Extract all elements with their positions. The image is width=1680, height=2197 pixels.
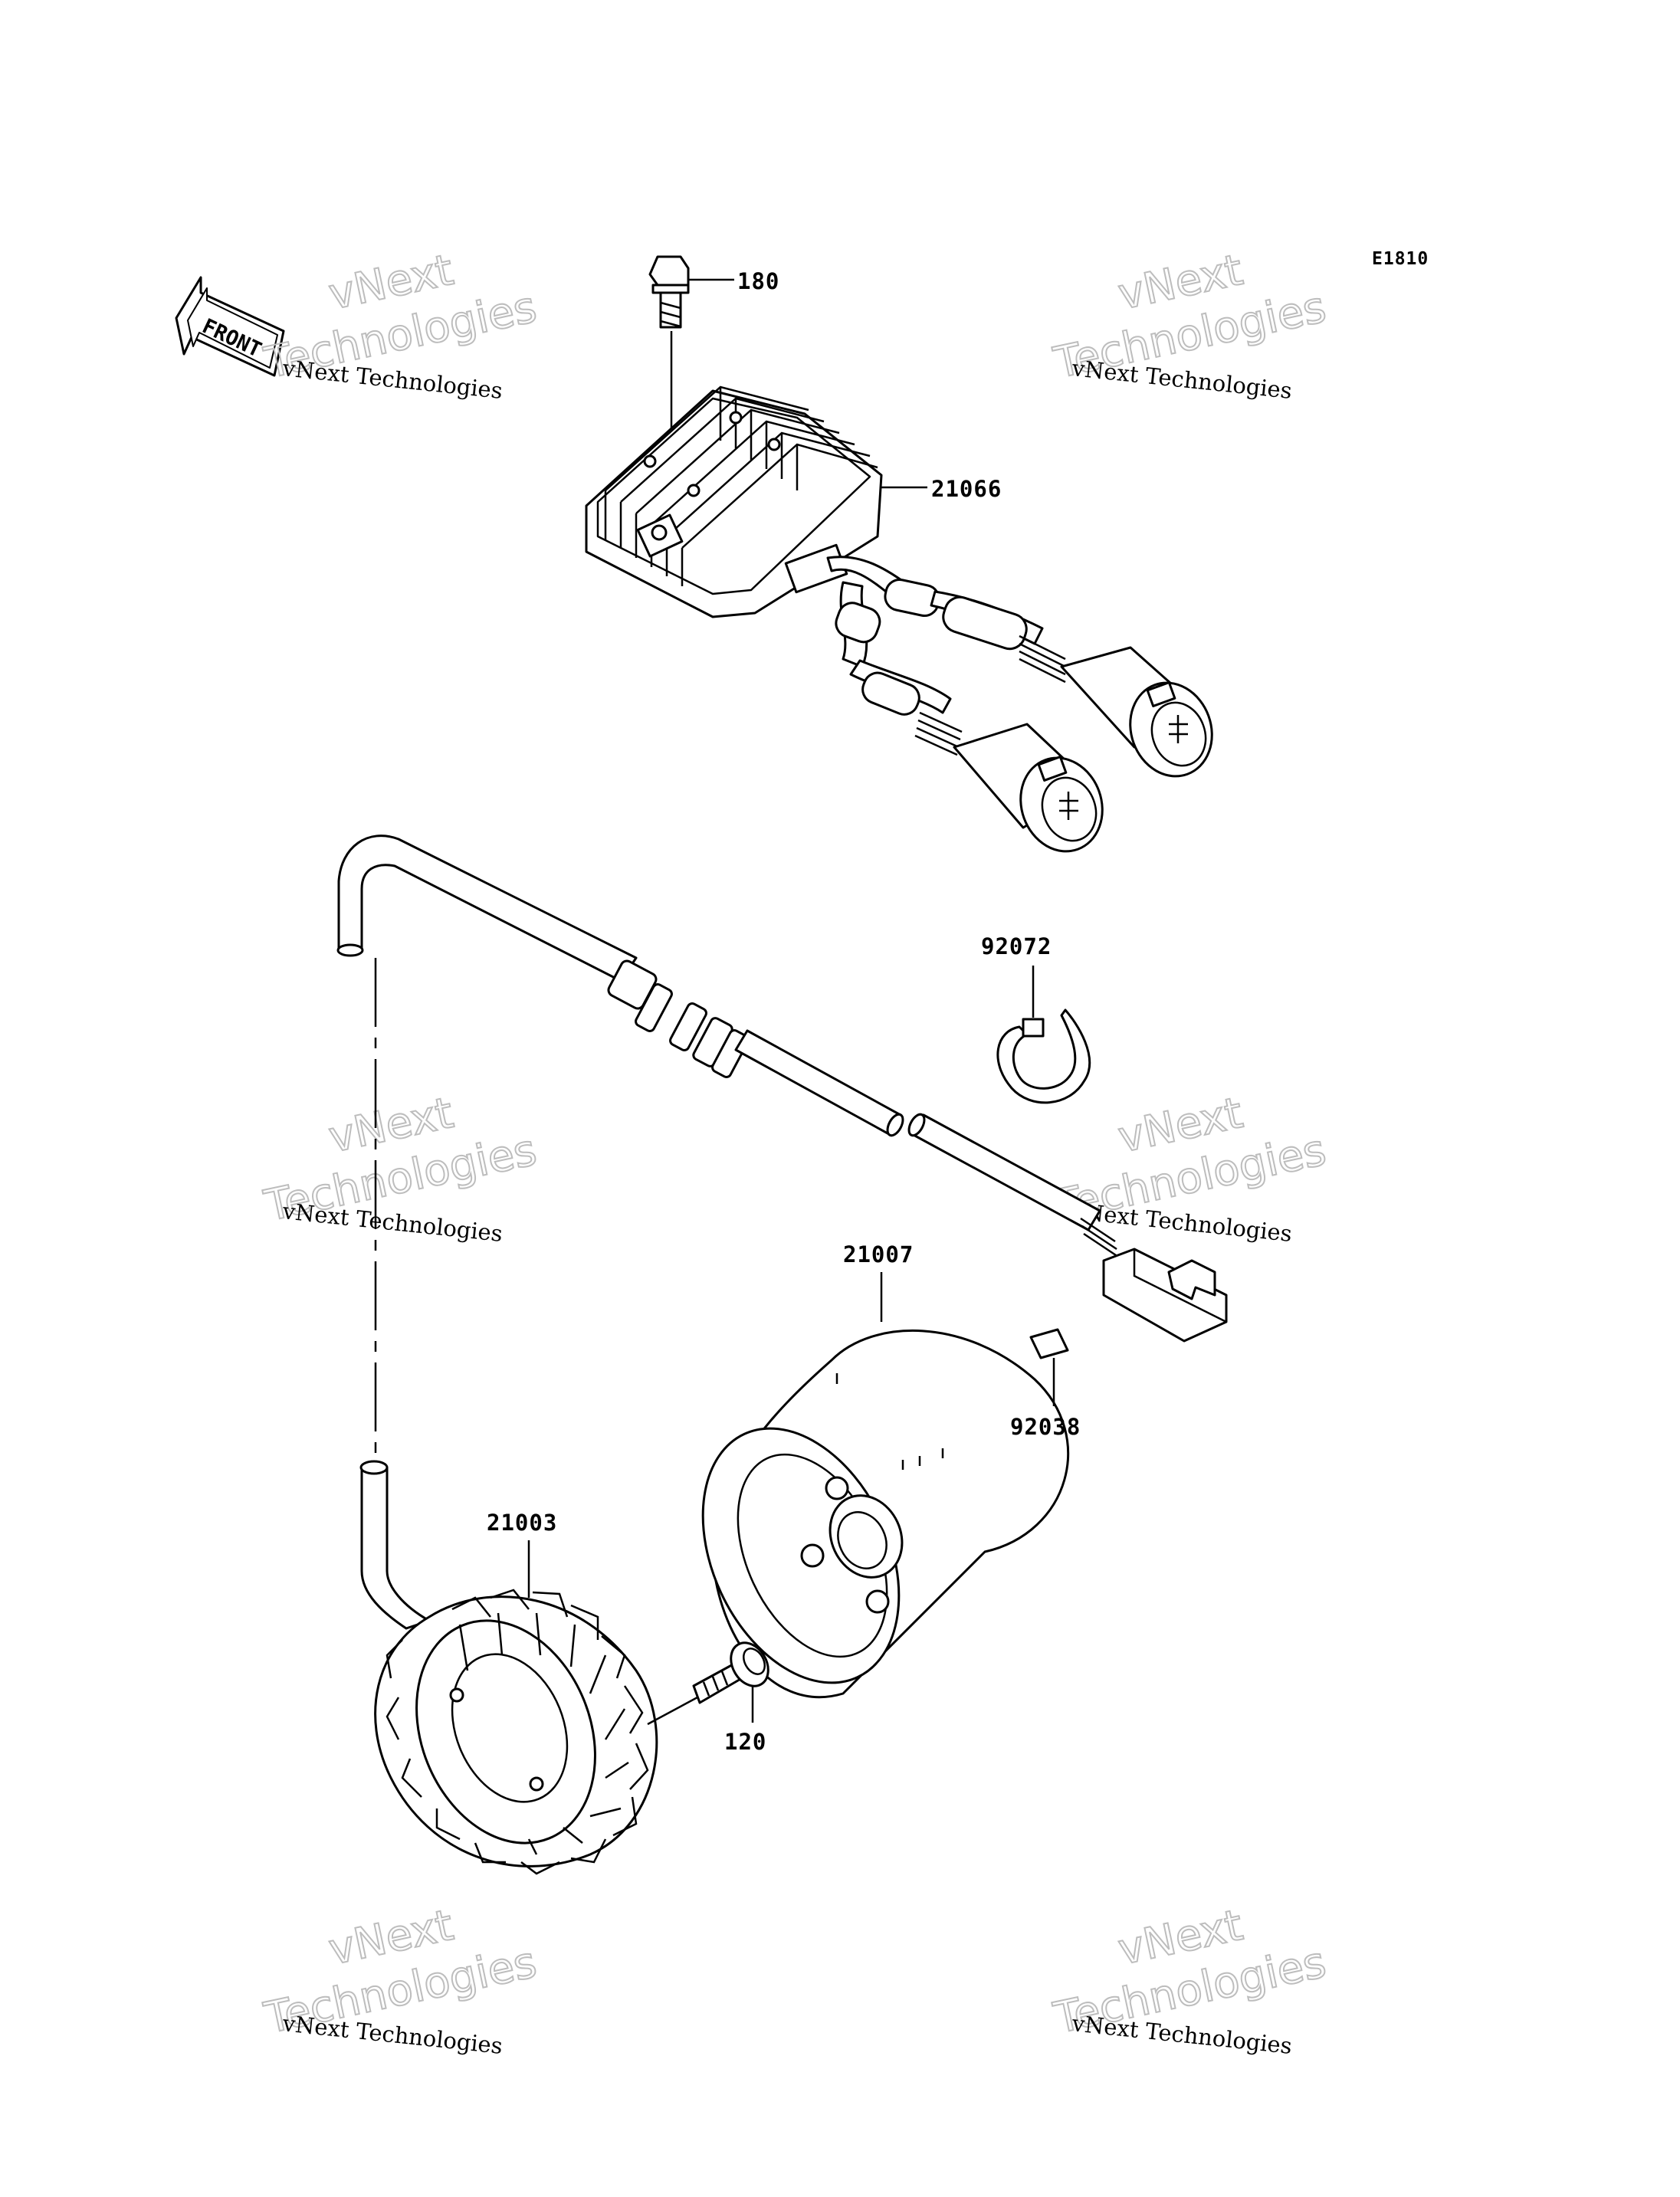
front-arrow-icon: FRONT xyxy=(175,276,285,377)
rotor-21007 xyxy=(701,1329,1070,1699)
part-number-180: 180 xyxy=(737,268,779,294)
bolt-180 xyxy=(648,255,690,329)
part-number-21003: 21003 xyxy=(487,1510,557,1536)
part-number-92038: 92038 xyxy=(1010,1414,1081,1440)
connector-lower xyxy=(953,723,1104,853)
part-number-21066: 21066 xyxy=(931,476,1002,502)
connector-upper xyxy=(1060,646,1213,778)
regulator-rectifier-21066 xyxy=(585,385,883,618)
part-number-92072: 92072 xyxy=(981,933,1052,959)
regulator-harness xyxy=(826,556,1066,756)
diagram-code: E1810 xyxy=(1372,249,1429,269)
stator-connector xyxy=(1102,1248,1228,1343)
part-number-120: 120 xyxy=(724,1729,766,1755)
bolt-120 xyxy=(647,1641,769,1726)
stator-lead-wire xyxy=(336,835,1119,1258)
key-92038 xyxy=(1029,1328,1069,1359)
clamp-92072 xyxy=(996,1008,1091,1104)
part-number-21007: 21007 xyxy=(843,1241,914,1267)
stator-21003 xyxy=(359,1460,658,1875)
